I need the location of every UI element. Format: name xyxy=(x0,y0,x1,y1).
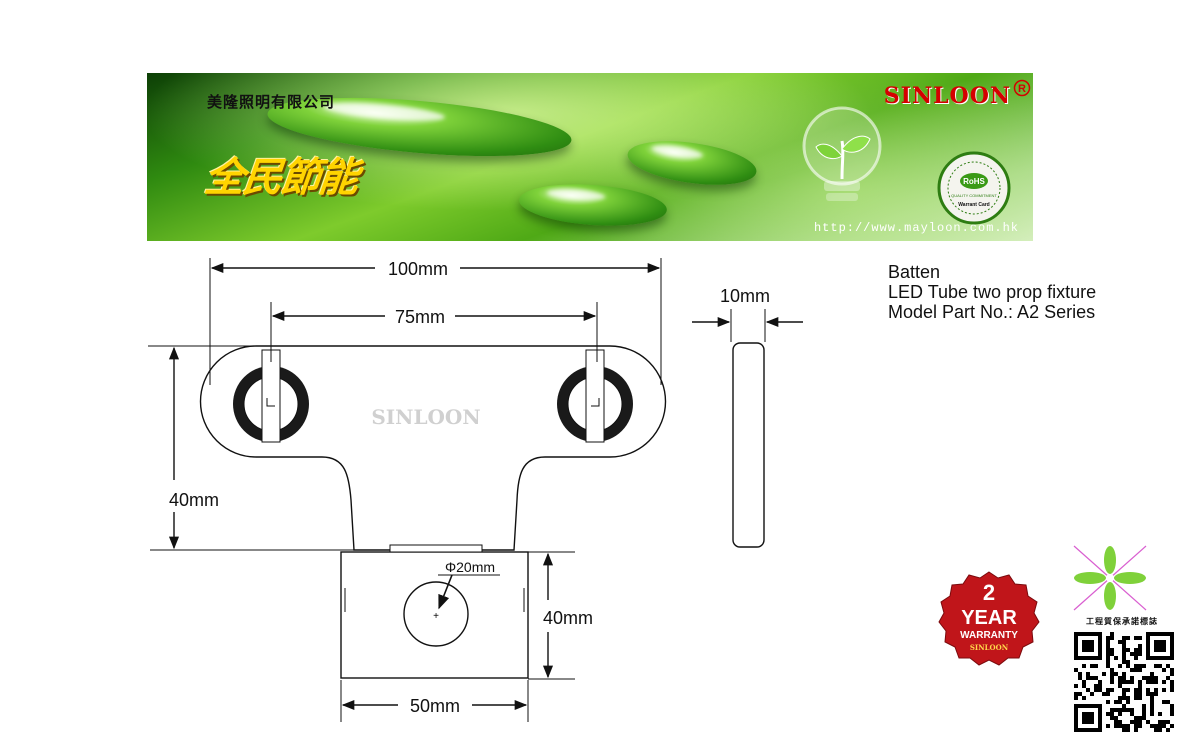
svg-text:+: + xyxy=(433,611,439,622)
dimension-base-height: 40mm xyxy=(528,551,593,680)
company-name: 美隆照明有限公司 xyxy=(207,94,336,111)
registered-mark-icon: R xyxy=(1013,79,1031,97)
svg-text:Warrant Card: Warrant Card xyxy=(958,202,990,208)
product-info: Batten LED Tube two prop fixture Model P… xyxy=(888,262,1096,322)
product-category: Batten xyxy=(888,262,941,282)
dim-label-75: 75mm xyxy=(395,307,445,327)
dim-label-50: 50mm xyxy=(410,696,460,716)
base-plate: + xyxy=(340,544,529,679)
quality-label: 工程質保承諾標誌 xyxy=(1086,617,1158,626)
side-profile xyxy=(732,342,765,548)
product-model: Model Part No.: A2 Series xyxy=(888,302,1096,322)
left-lampholder xyxy=(233,349,309,443)
qr-code-icon xyxy=(1074,632,1174,732)
dimension-top-height: 40mm xyxy=(148,345,354,551)
dim-label-40-base: 40mm xyxy=(543,608,593,628)
dimension-base-width: 50mm xyxy=(340,680,529,722)
product-description: LED Tube two prop fixture xyxy=(888,282,1097,302)
warranty-badge: 2 YEAR WARRANTY SINLOON xyxy=(938,571,1040,666)
dimension-thickness: 10mm xyxy=(692,286,803,342)
right-lampholder xyxy=(557,349,633,443)
dimension-total-width: 100mm xyxy=(209,258,662,385)
quality-mark-icon xyxy=(1073,545,1147,611)
bracket-outline xyxy=(199,345,667,551)
dim-label-phi20: Φ20mm xyxy=(445,559,495,575)
dim-label-10: 10mm xyxy=(720,286,770,306)
dimension-hole-spacing: 75mm xyxy=(270,302,598,362)
dim-label-100: 100mm xyxy=(388,259,448,279)
rohs-seal-icon: RoHS QUALITY COMMITMENT Warrant Card xyxy=(937,151,1011,225)
svg-text:SINLOON: SINLOON xyxy=(970,643,1009,652)
svg-text:2: 2 xyxy=(983,580,995,605)
mounting-hole xyxy=(403,581,469,647)
brand-logo: SINLOON xyxy=(883,83,1011,109)
svg-text:YEAR: YEAR xyxy=(961,607,1017,629)
light-bulb-icon xyxy=(802,106,882,201)
svg-text:RoHS: RoHS xyxy=(963,177,985,186)
bracket-watermark: SINLOON xyxy=(371,405,480,429)
dim-label-40-top: 40mm xyxy=(169,490,219,510)
svg-text:QUALITY COMMITMENT: QUALITY COMMITMENT xyxy=(951,193,997,198)
header-banner: 美隆照明有限公司 全民節能 SINLOON R RoHS QUALITY COM… xyxy=(147,73,1033,241)
website-url[interactable]: http://www.mayloon.com.hk xyxy=(813,221,1019,235)
svg-text:R: R xyxy=(1018,83,1026,95)
dimension-hole-diameter: Φ20mm xyxy=(438,559,500,610)
svg-text:WARRANTY: WARRANTY xyxy=(960,630,1018,641)
